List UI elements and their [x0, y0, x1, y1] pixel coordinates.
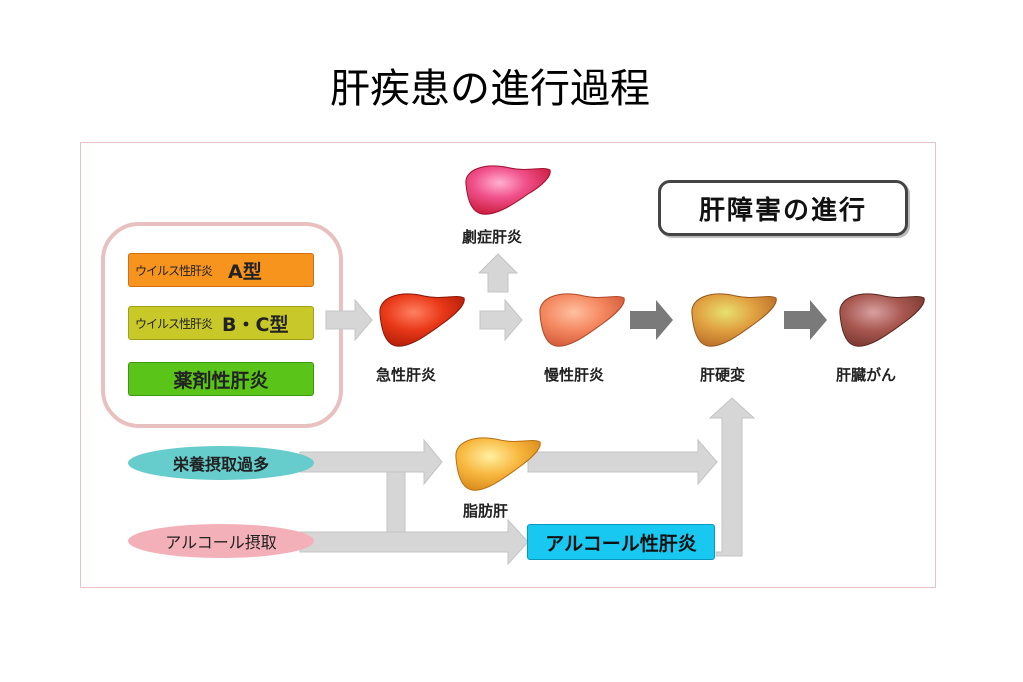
label-acute-hepatitis: 急性肝炎	[376, 366, 437, 384]
alcohol-intake-oval: アルコール摂取	[128, 524, 314, 558]
label-liver-cancer: 肝臓がん	[836, 366, 897, 384]
liver-damage-progression-badge: 肝障害の進行	[658, 180, 908, 236]
label-fatty-liver: 脂肪肝	[463, 502, 509, 520]
viral-hepatitis-a-type: A型	[228, 260, 262, 283]
liver-acute-icon	[379, 293, 465, 347]
label-chronic-hepatitis: 慢性肝炎	[544, 366, 605, 384]
arrow-cirrhosis-to-cancer	[784, 300, 827, 340]
liver-fulminant-icon	[465, 165, 551, 215]
page-title: 肝疾患の進行過程	[330, 66, 650, 112]
liver-chronic-icon	[539, 293, 625, 347]
label-fulminant-hepatitis: 劇症肝炎	[462, 228, 523, 246]
liver-cancer-icon	[839, 293, 925, 347]
viral-hepatitis-a-prefix: ウイルス性肝炎	[135, 263, 213, 278]
viral-hepatitis-a-box: ウイルス性肝炎 A型	[128, 253, 314, 287]
liver-fatty-icon	[455, 437, 541, 491]
arrow-chronic-to-cirrhosis	[630, 300, 673, 340]
arrow-alcohol-merge	[386, 471, 406, 535]
alcoholic-hepatitis-box: アルコール性肝炎	[527, 524, 715, 560]
label-cirrhosis: 肝硬変	[700, 366, 746, 384]
drug-hepatitis-box: 薬剤性肝炎	[128, 362, 314, 396]
arrow-alcohol-to-alcoholic-hepatitis	[299, 518, 529, 566]
arrow-acute-to-chronic	[479, 298, 523, 342]
arrow-acute-to-fulminant	[477, 253, 519, 293]
nutrition-excess-oval: 栄養摂取過多	[128, 446, 314, 480]
alcoholic-hepatitis-label: アルコール性肝炎	[545, 532, 697, 555]
viral-hepatitis-bc-type: B・C型	[222, 313, 289, 336]
liver-cirrhosis-icon	[691, 293, 777, 347]
arrow-fatty-to-cirrhosis	[527, 438, 718, 486]
arrow-causes-to-acute	[325, 298, 373, 342]
arrow-nutrition-to-fatty	[299, 438, 443, 486]
viral-hepatitis-bc-prefix: ウイルス性肝炎	[135, 316, 213, 331]
viral-hepatitis-bc-box: ウイルス性肝炎 B・C型	[128, 306, 314, 340]
drug-hepatitis-label: 薬剤性肝炎	[173, 369, 269, 392]
arrow-alcoholic-to-cirrhosis	[708, 397, 756, 557]
